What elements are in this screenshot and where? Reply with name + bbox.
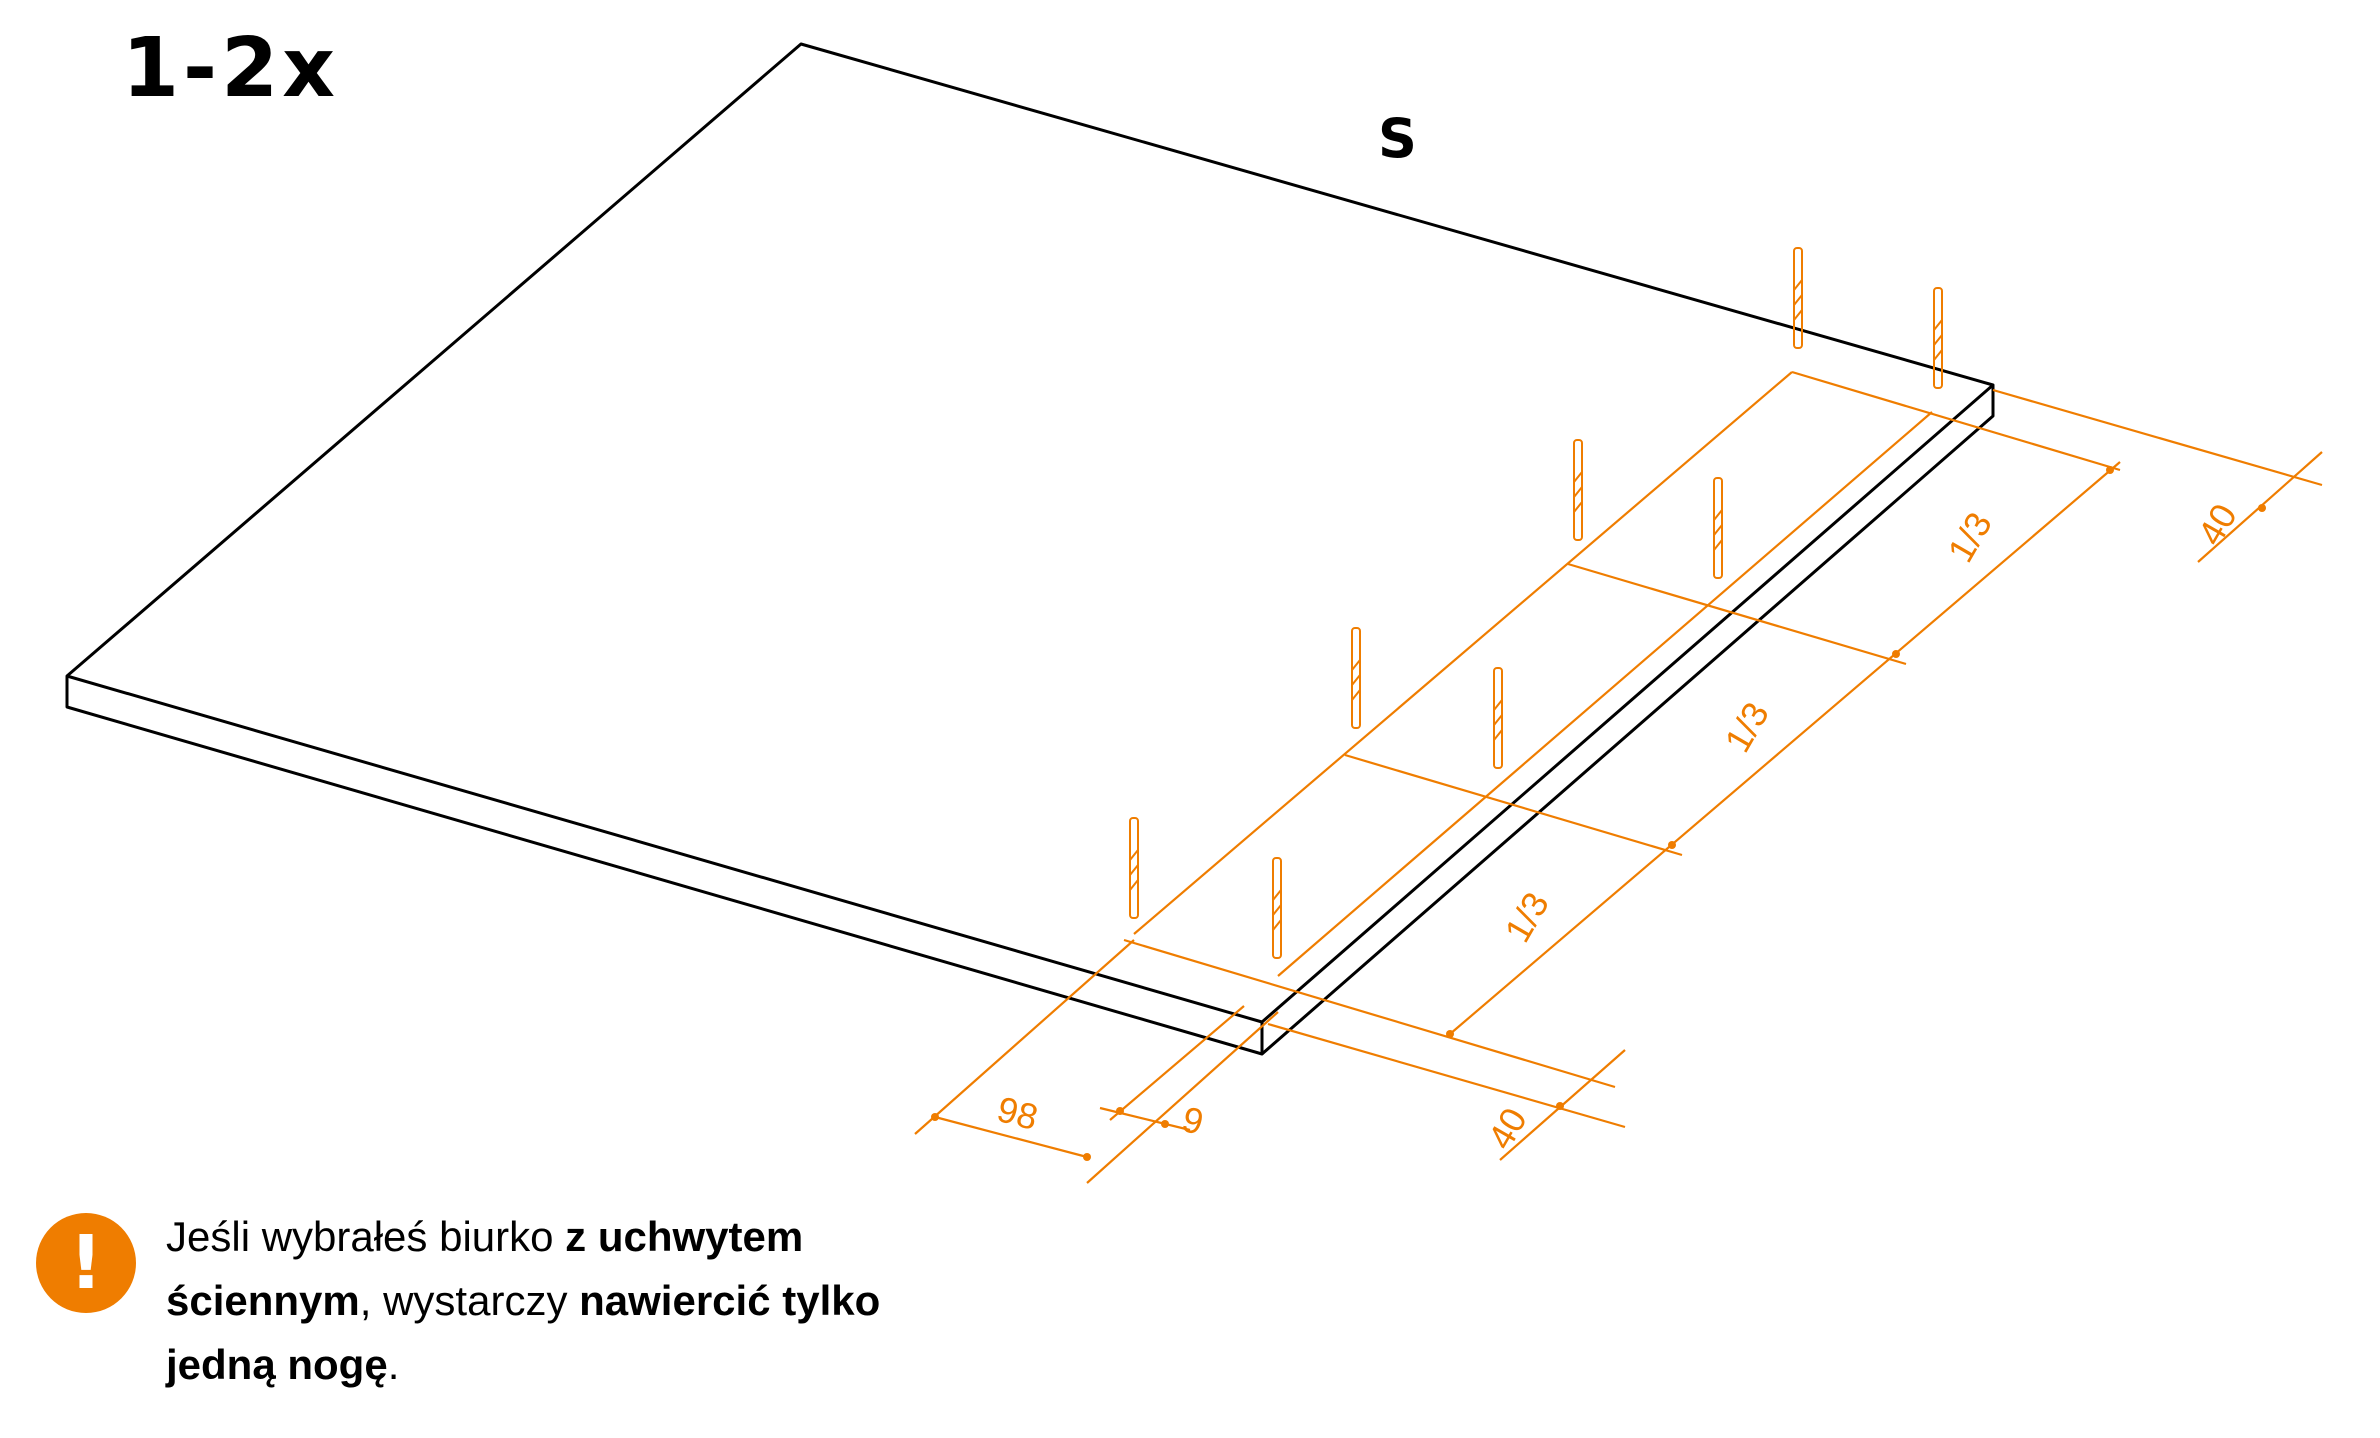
thirds-dim-line [1449,461,2121,1035]
label-40-right: 40 [2189,497,2245,552]
dimension-labels: 1/3 1/3 1/3 40 40 98 9 [993,497,2245,1156]
dim-line-98 [934,1115,1088,1159]
label-third-1: 1/3 [1496,885,1557,949]
drill-bit-4 [1493,667,1503,769]
note-bold-4: jedną nogę [166,1341,388,1388]
tick-5 [2258,504,2266,512]
station-line-4 [1791,370,2121,472]
tick-7 [931,1113,939,1121]
front-offset-line [1267,1022,1626,1129]
label-40-front: 40 [1479,1101,1535,1156]
board-right-edge [1261,385,1995,1056]
drill-bit-1 [1129,817,1139,919]
label-98: 98 [993,1088,1042,1138]
tick-9 [1116,1107,1124,1115]
tick-6 [1556,1102,1564,1110]
note-text: Jeśli wybrałeś biurko z uchwytem ściennym… [166,1205,986,1397]
tick-3 [1892,650,1900,658]
ext-line-98-a [914,939,1135,1135]
quantity-label: 1-2x [122,21,340,116]
note-bold-2: ściennym [166,1277,360,1324]
drill-bit-3 [1351,627,1361,729]
warning-note: ! Jeśli wybrałeś biurko z uchwytem ścienn… [36,1205,986,1397]
exclamation-icon: ! [36,1213,136,1313]
tick-1 [1446,1030,1454,1038]
note-text-3: . [387,1341,400,1388]
dimension-ticks [931,466,2266,1161]
right-offset-line [1992,388,2323,487]
station-line-2 [1344,753,1683,857]
label-9: 9 [1178,1098,1208,1143]
drill-row-line-2 [1277,411,1933,977]
note-bold-1: z uchwytem [565,1213,804,1260]
tick-10 [1161,1120,1169,1128]
tick-8 [1083,1153,1091,1161]
dim-line-9 [1099,1106,1191,1132]
note-text-2: , wystarczy [359,1277,580,1324]
ext-line-9 [1109,1005,1245,1121]
station-line-1 [1123,938,1616,1089]
drill-bit-7 [1793,247,1803,349]
ext-line-98-b [1086,1011,1279,1184]
drill-bit-8 [1933,287,1943,389]
label-third-3: 1/3 [1939,505,2000,569]
board-top-face [65,42,1995,1024]
drill-bit-2 [1272,857,1282,959]
dimension-lines [914,370,2323,1184]
board-front-edge [65,676,1264,1056]
station-line-3 [1567,562,1907,666]
tick-2 [1668,841,1676,849]
part-label: S [1378,107,1417,170]
drill-bits [1129,247,1943,959]
tick-4 [2106,466,2114,474]
note-bold-3: nawiercić tylko [579,1277,881,1324]
board-outline [65,42,1995,1056]
note-text-1: Jeśli wybrałeś biurko [166,1213,566,1260]
label-third-2: 1/3 [1716,695,1777,759]
drill-bit-6 [1713,477,1723,579]
drill-row-line-1 [1133,371,1793,935]
drill-bit-5 [1573,439,1583,541]
